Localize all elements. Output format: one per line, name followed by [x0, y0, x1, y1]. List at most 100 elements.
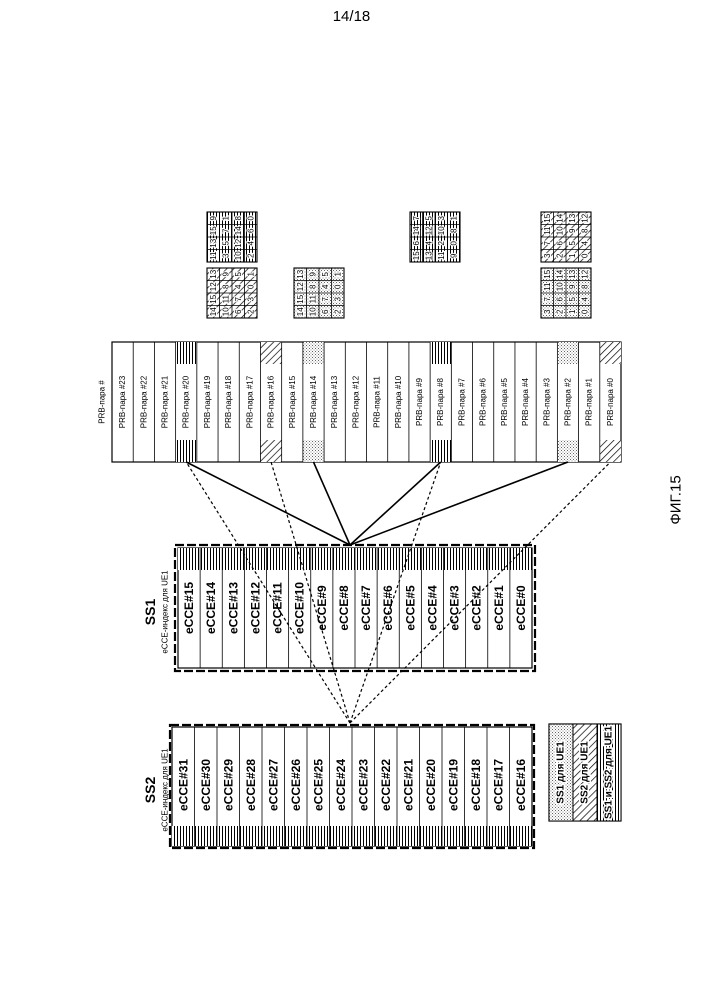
index-grid: 3711152610141591304812 [541, 212, 591, 262]
index-grid-cell: 6 [234, 309, 243, 314]
ss2-ecce-label: eCCE#26 [289, 759, 303, 811]
prb-pattern-bottom [600, 440, 621, 462]
ss1-ecce-label: eCCE#1 [492, 585, 506, 631]
index-grid-cell: 9 [209, 215, 218, 220]
index-grid: 1415121310118967452301 [207, 268, 257, 318]
ss2-ecce-label: eCCE#17 [491, 759, 505, 811]
index-grid-cell: 15 [543, 213, 552, 222]
ss2-ecce-label: eCCE#18 [469, 759, 483, 811]
index-grid-cell: 13 [568, 213, 577, 222]
ss1-ecce-label: eCCE#11 [271, 582, 285, 634]
prb-pair-label: PRB-пара #16 [267, 375, 276, 428]
index-grid-cell: 7 [234, 296, 243, 301]
prb-pair-label: PRB-пара #5 [500, 377, 509, 425]
index-grid-cell: 5 [568, 296, 577, 301]
index-grid-cell: 0 [449, 240, 458, 245]
prb-pattern-top [557, 342, 578, 364]
ss1-ecce-label: eCCE#6 [381, 585, 395, 631]
prb-pair-label: PRB-пара #18 [224, 375, 233, 428]
index-grid-cell: 10 [221, 307, 230, 316]
prb-pair-label: PRB-пара #17 [245, 375, 254, 428]
ss1-ecce-label: eCCE#7 [359, 585, 373, 631]
ss2-ecce-label: eCCE#22 [379, 759, 393, 811]
ss1-ecce-label: eCCE#13 [226, 582, 240, 634]
ss1-ecce-label: eCCE#4 [425, 585, 439, 631]
index-grid-cell: 12 [424, 226, 433, 235]
index-grid-cell: 4 [246, 240, 255, 245]
index-grid-cell: 8 [221, 284, 230, 289]
prb-pair-label: PRB-пара #11 [373, 376, 382, 428]
prb-pair-label: PRB-пара #4 [521, 377, 530, 425]
index-grid-cell: 4 [424, 240, 433, 245]
prb-pair-label: PRB-пара #8 [436, 377, 445, 425]
prb-pair-label: PRB-пара #10 [394, 375, 403, 428]
index-grid-cell: 10 [234, 251, 243, 260]
ss2-ecce-label: eCCE#19 [446, 759, 460, 811]
figure-caption: ФИГ.15 [668, 475, 685, 524]
index-grid-cell: 15 [543, 269, 552, 278]
prb-header: PRB-пара # [98, 380, 107, 424]
index-grid-cell: 13 [296, 269, 305, 278]
index-grid-cell: 0 [246, 284, 255, 289]
index-grid-cell: 14 [412, 226, 421, 235]
index-grid-cell: 5 [568, 240, 577, 245]
ss1-ecce-label: eCCE#9 [315, 585, 329, 631]
index-grid-cell: 12 [296, 282, 305, 291]
ss2-title: SS2 [142, 777, 158, 804]
index-grid-cell: 7 [412, 215, 421, 220]
prb-pair-label: PRB-пара #12 [351, 375, 360, 428]
ss1-link-line [350, 462, 568, 545]
index-grid-cell: 13 [209, 269, 218, 278]
ss2-ecce-label: eCCE#21 [401, 759, 415, 811]
figure-content: eCCE#31eCCE#30eCCE#29eCCE#28eCCE#27eCCE#… [98, 212, 685, 848]
index-grid-cell: 12 [234, 238, 243, 247]
ss2-ecce-label: eCCE#16 [514, 759, 528, 811]
index-grid-cell: 2 [246, 309, 255, 314]
prb-pattern-bottom [303, 440, 324, 462]
index-grid-cell: 14 [555, 213, 564, 222]
prb-pair-label: PRB-пара #2 [563, 377, 572, 425]
index-grid-cell: 13 [568, 269, 577, 278]
ss1-ecce-label: eCCE#5 [403, 585, 417, 631]
index-grid-cell: 13 [209, 238, 218, 247]
index-grid-cell: 8 [580, 284, 589, 289]
index-grid-cell: 5 [321, 271, 330, 276]
index-grid-cell: 12 [580, 213, 589, 222]
index-grid-cell: 15 [209, 226, 218, 235]
ss1-link-line [313, 462, 350, 545]
index-grid-cell: 4 [321, 284, 330, 289]
prb-pattern-top [600, 342, 621, 364]
index-grid-cell: 2 [437, 240, 446, 245]
index-grid-cell: 13 [424, 251, 433, 260]
index-grid-cell: 5 [221, 240, 230, 245]
index-grid-cell: 7 [543, 240, 552, 245]
index-grid-cell: 11 [437, 251, 446, 260]
prb-pair-label: PRB-пара #22 [139, 375, 148, 428]
prb-pattern-bottom [176, 440, 197, 462]
legend-label-both: SS1 и SS2 для UE1 [604, 726, 615, 819]
legend-label-ss1: SS1 для UE1 [556, 741, 567, 804]
index-grid-cell: 8 [449, 228, 458, 233]
index-grid: 1113159357110121482460 [207, 212, 257, 262]
index-grid-cell: 10 [555, 226, 564, 235]
index-grid-cell: 11 [308, 295, 317, 304]
prb-pair-label: PRB-пара #13 [330, 375, 339, 428]
index-grid-cell: 7 [543, 296, 552, 301]
prb-pair-label: PRB-пара #20 [182, 375, 191, 428]
index-grid-cell: 1 [568, 253, 577, 258]
index-grid-cell: 15 [412, 251, 421, 260]
ss1-ecce-label: eCCE#0 [514, 585, 528, 631]
index-grid-cell: 7 [321, 296, 330, 301]
prb-pattern-bottom [260, 440, 281, 462]
ss1-title: SS1 [142, 599, 158, 626]
prb-pair-label: PRB-пара #0 [606, 377, 615, 425]
index-grid-cell: 9 [449, 253, 458, 258]
index-grid-cell: 3 [221, 253, 230, 258]
index-grid-cell: 6 [412, 240, 421, 245]
index-grid-cell: 6 [246, 228, 255, 233]
ss1-ecce-label: eCCE#10 [293, 582, 307, 634]
index-grid-cell: 0 [580, 309, 589, 314]
ss2-ecce-label: eCCE#25 [311, 759, 325, 811]
prb-pair-label: PRB-пара #9 [415, 377, 424, 425]
